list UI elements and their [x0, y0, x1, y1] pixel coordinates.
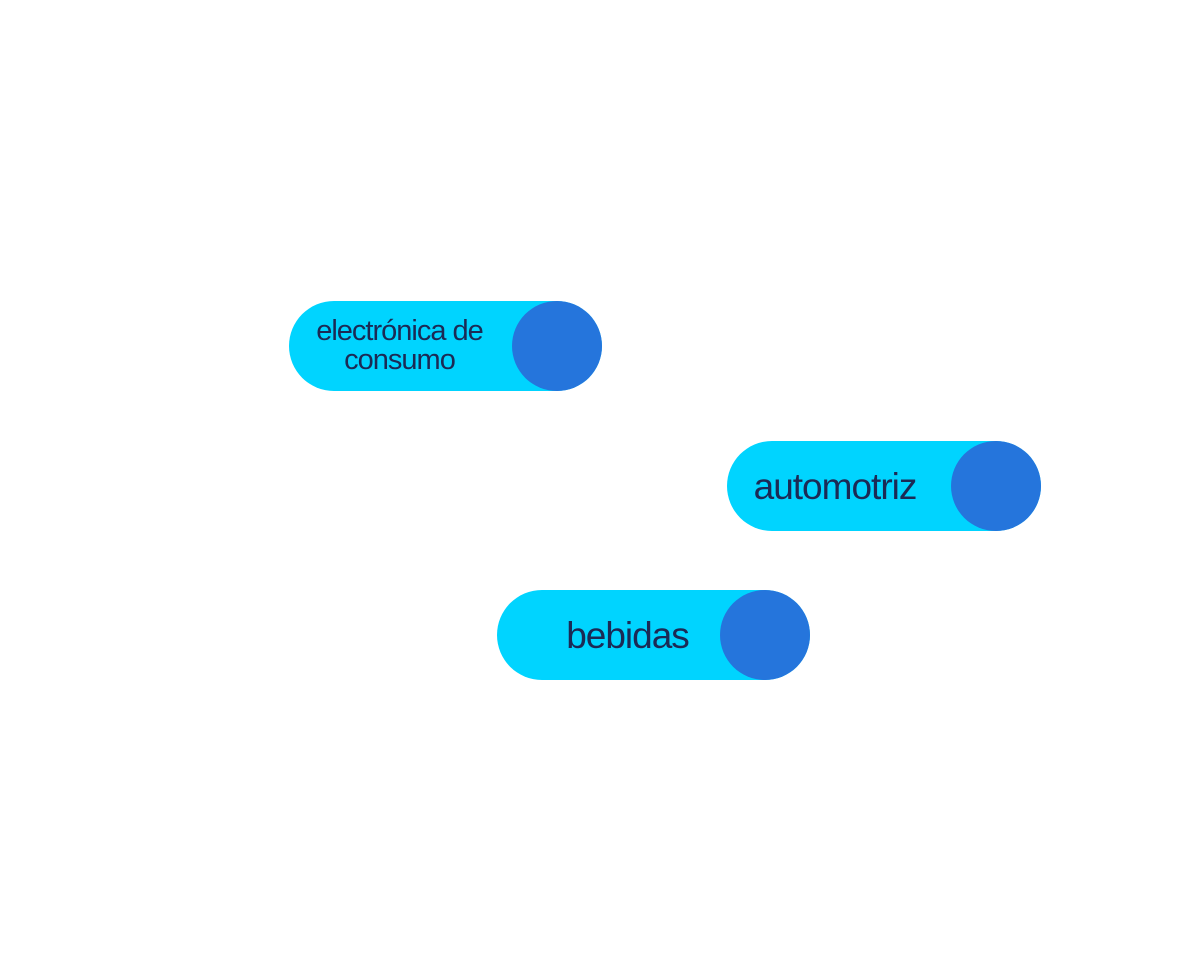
toggle-label: bebidas	[566, 614, 690, 656]
toggle-knob[interactable]	[951, 441, 1041, 531]
toggle-label: automotriz	[753, 465, 918, 507]
toggle-electronica-de-consumo[interactable]: electrónica de consumo	[289, 301, 602, 391]
toggle-knob[interactable]	[720, 590, 810, 680]
toggle-automotriz[interactable]: automotriz	[727, 441, 1041, 531]
toggle-label: electrónica de consumo	[316, 315, 484, 376]
toggle-knob[interactable]	[512, 301, 602, 391]
toggle-bebidas[interactable]: bebidas	[497, 590, 810, 680]
